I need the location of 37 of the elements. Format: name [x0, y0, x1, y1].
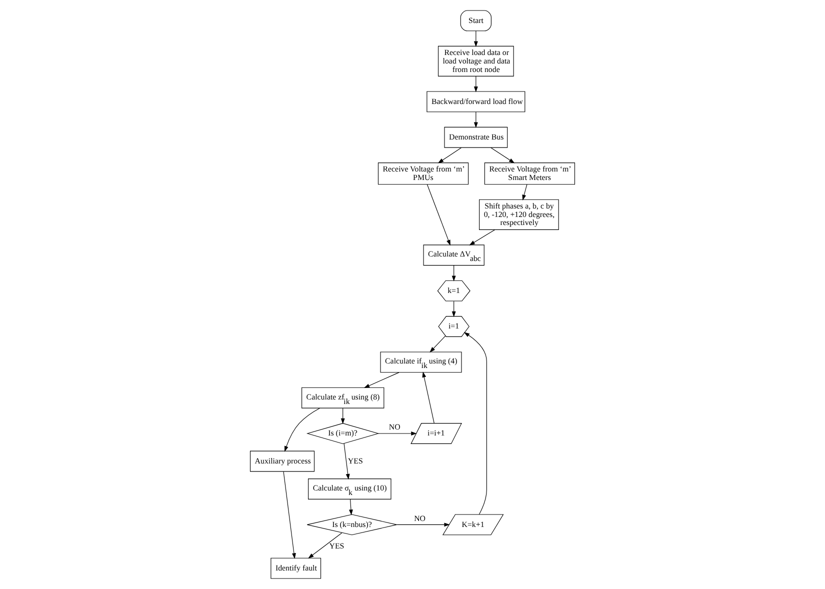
arrow: [422, 372, 434, 424]
arrow: [378, 432, 417, 436]
arrow: [474, 112, 478, 128]
arrow: [364, 372, 400, 388]
arrow: [522, 184, 528, 200]
arrow: [308, 532, 342, 558]
node-box: Backward/forward load flow: [426, 91, 526, 112]
node-diamond: Is (i=m)?: [306, 423, 380, 444]
node-box: Auxiliary process: [250, 450, 315, 472]
node-box: Start: [460, 10, 492, 32]
arrow: [474, 76, 478, 92]
node-box: Demonstrate Bus: [444, 126, 508, 148]
arrow: [340, 408, 345, 424]
arrow: [344, 443, 350, 480]
arrow: [283, 471, 296, 559]
node-box: Shift phases a, b, c by 0, -120, +120 degrees, respectively: [479, 199, 559, 230]
node-box: Identify fault: [270, 558, 322, 579]
node-box: Receive Voltage from ‘m’ Smart Meters: [484, 162, 576, 185]
edge-label: NO: [414, 514, 426, 523]
arrow: [469, 229, 496, 246]
arrow: [396, 522, 450, 527]
node-box: Receive load data or load voltage and data from root node: [438, 46, 514, 76]
arrow: [452, 300, 456, 318]
arrow: [348, 499, 353, 516]
arrow: [464, 332, 487, 515]
arrow: [426, 184, 450, 246]
edge-label: YES: [348, 456, 363, 466]
arrow: [452, 265, 456, 282]
arrow: [284, 408, 320, 452]
arrow: [474, 30, 478, 47]
arrow: [438, 147, 462, 164]
node-diamond: Is (k=nbus)?: [306, 514, 397, 536]
node-box: Receive Voltage from ‘m’ PMUs: [378, 162, 469, 185]
arrow: [430, 336, 446, 352]
edge-label: YES: [329, 542, 344, 551]
edge-label: NO: [388, 422, 400, 432]
arrow: [490, 147, 515, 164]
